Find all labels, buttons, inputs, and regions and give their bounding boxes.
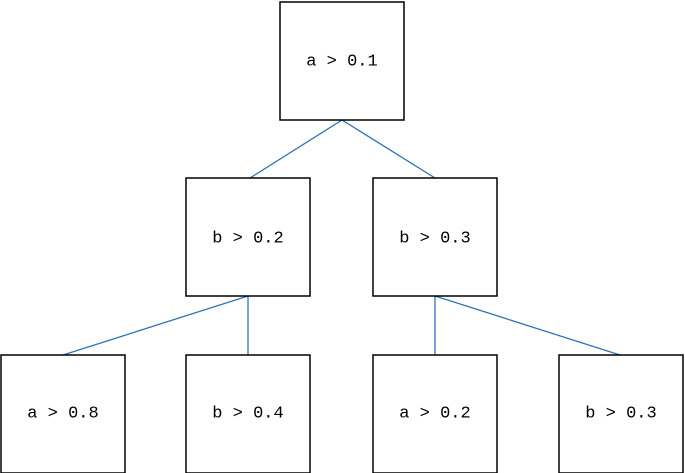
node-left-left-label: a > 0.8 (27, 404, 98, 423)
node-right-right: b > 0.3 (558, 354, 684, 473)
node-right-right-label: b > 0.3 (585, 404, 656, 423)
node-left-box (185, 177, 311, 297)
edge-right-to-right-right (434, 295, 621, 356)
node-left-right: b > 0.4 (185, 354, 311, 473)
node-right-right-box (558, 354, 684, 473)
node-right-box (372, 177, 498, 297)
node-root-box (279, 1, 405, 121)
node-left-left: a > 0.8 (0, 354, 126, 473)
node-root-label: a > 0.1 (306, 52, 377, 71)
edge-left-to-left-left (62, 295, 249, 356)
node-left: b > 0.2 (185, 177, 311, 297)
node-right-left: a > 0.2 (372, 354, 498, 473)
node-right-label: b > 0.3 (399, 229, 470, 248)
node-left-right-box (185, 354, 311, 473)
node-right: b > 0.3 (372, 177, 498, 297)
edge-root-to-right (341, 119, 436, 179)
node-left-left-box (0, 354, 126, 473)
edge-group (62, 119, 621, 356)
node-right-left-label: a > 0.2 (399, 404, 470, 423)
node-root: a > 0.1 (279, 1, 405, 121)
node-right-left-box (372, 354, 498, 473)
node-left-label: b > 0.2 (212, 229, 283, 248)
node-left-right-label: b > 0.4 (212, 404, 283, 423)
edge-root-to-left (249, 119, 343, 179)
